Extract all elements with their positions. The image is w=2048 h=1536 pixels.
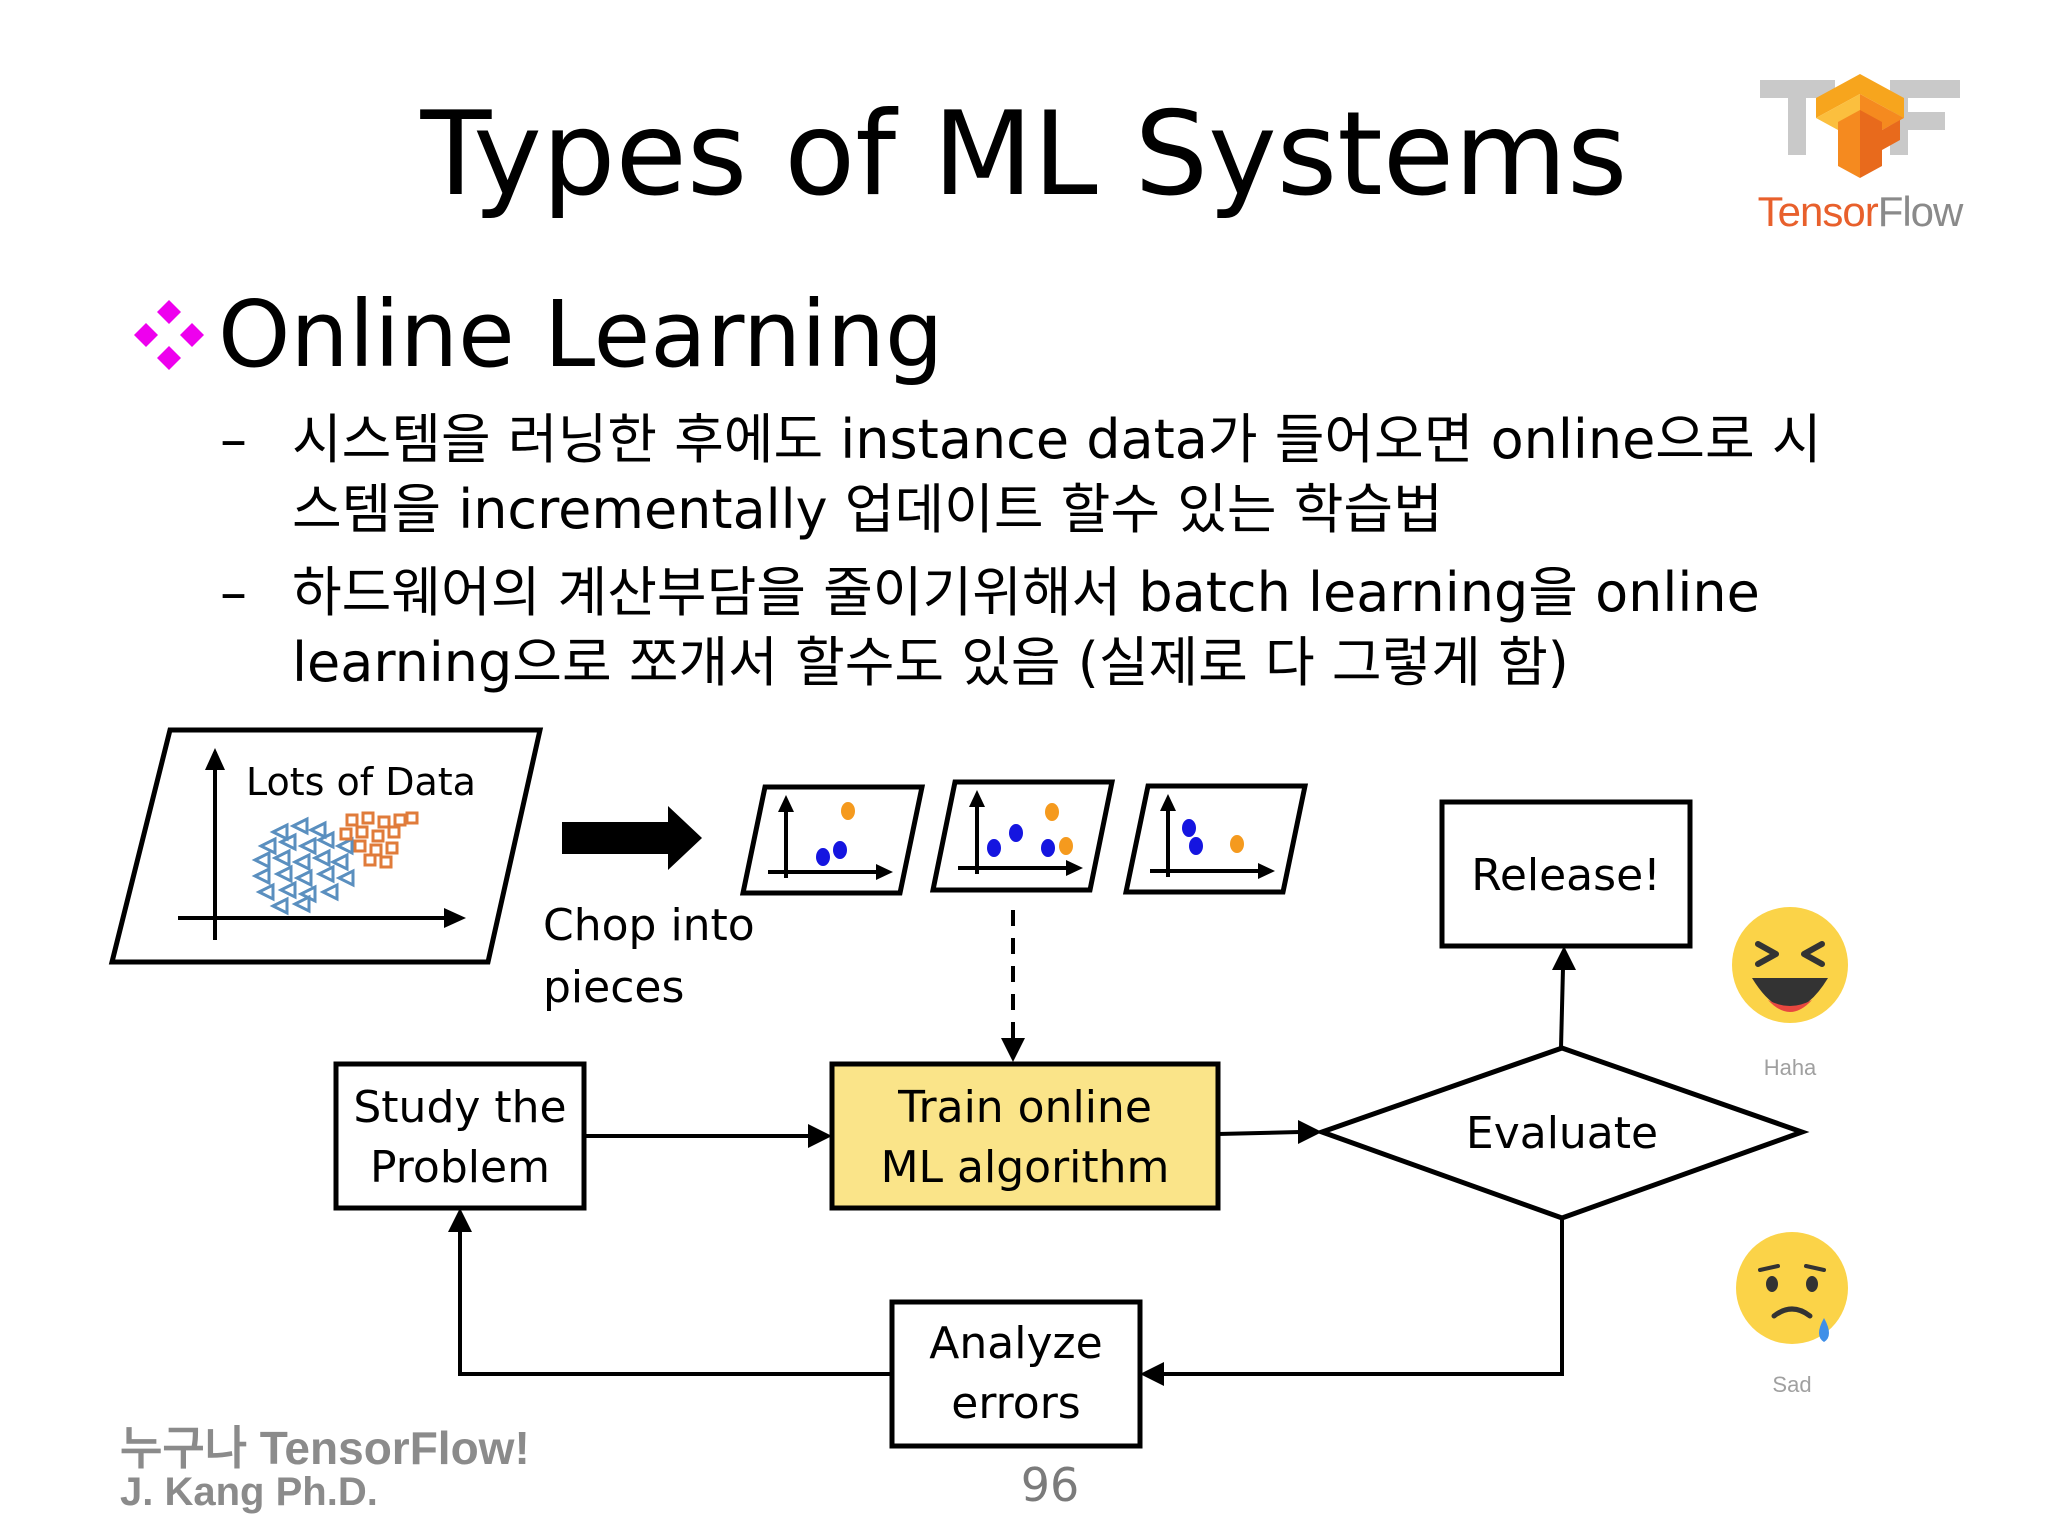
analyze-label-line1: Analyze (929, 1318, 1102, 1369)
data-point-orange (385, 841, 399, 855)
bullet-item-1: – 시스템을 러닝한 후에도 instance data가 들어오면 onlin… (220, 405, 1822, 555)
data-point-blue (335, 868, 355, 888)
data-point-orange (361, 811, 375, 825)
data-point-blue (293, 868, 313, 888)
data-point-blue (289, 816, 309, 836)
data-point-blue (291, 852, 311, 872)
data-point-blue (297, 836, 317, 856)
heading-text: Online Learning (218, 281, 944, 388)
data-point-blue (334, 836, 354, 856)
data-point-orange (339, 827, 353, 841)
data-point-orange (379, 855, 393, 869)
data-point-blue (315, 864, 335, 884)
release-box (1439, 799, 1693, 949)
lots-of-data-panel: Lots of Data (108, 727, 544, 965)
diamond-bullet-icon (134, 300, 204, 370)
evaluate-label: Evaluate (1466, 1108, 1658, 1159)
data-point-blue (311, 848, 331, 868)
train-label-line2: ML algorithm (881, 1142, 1170, 1193)
data-point-orange (387, 825, 401, 839)
data-point-blue (251, 866, 271, 886)
data-point-blue (269, 822, 289, 842)
bullet-dash: – (220, 561, 247, 624)
data-point-blue (315, 830, 335, 850)
bullet-dash: – (220, 408, 247, 471)
data-point-blue (271, 848, 291, 868)
slide-title: Types of ML Systems (420, 87, 1628, 222)
evaluate-diamond (1314, 1045, 1810, 1221)
sad-emoji-icon (1736, 1232, 1848, 1344)
train-online-box (829, 1061, 1221, 1211)
data-point-blue (319, 882, 339, 902)
lots-of-data-label: Lots of Data (246, 760, 476, 804)
footer-author: J. Kang Ph.D. (120, 1470, 378, 1514)
data-cluster-orange (339, 811, 419, 869)
tensorflow-logo-icon (1760, 74, 1960, 178)
data-point-orange (377, 815, 391, 829)
logo-text-tensor: Tensor (1757, 188, 1879, 235)
data-point-orange (393, 813, 407, 827)
chop-label-line2: pieces (543, 962, 684, 1013)
data-cluster-blue (251, 816, 355, 916)
data-piece-2 (929, 779, 1116, 893)
data-point-orange (345, 813, 359, 827)
data-point-orange (355, 825, 369, 839)
tensorflow-logo-text: TensorFlow (1740, 188, 1980, 236)
data-point-blue (291, 894, 311, 914)
data-piece-3 (1122, 783, 1309, 895)
release-label: Release! (1471, 850, 1661, 901)
data-point-blue (329, 852, 349, 872)
study-label-line1: Study the (353, 1082, 566, 1133)
data-point-blue (251, 850, 271, 870)
connector-arrows (448, 946, 1576, 1386)
data-point-blue (273, 864, 293, 884)
footer-course-title: 누구나 TensorFlow! (120, 1422, 530, 1474)
train-label-line1: Train online (897, 1082, 1152, 1133)
data-point-blue (277, 880, 297, 900)
data-point-blue (277, 832, 297, 852)
sad-label: Sad (1772, 1372, 1812, 1397)
section-heading: Online Learning (130, 280, 943, 390)
data-point-orange (353, 839, 367, 853)
chop-label-line1: Chop into (543, 900, 755, 951)
study-label-line2: Problem (370, 1142, 550, 1193)
data-point-blue (257, 836, 277, 856)
tensorflow-logo: TensorFlow (1740, 60, 1980, 250)
data-piece-1 (739, 784, 926, 896)
data-point-blue (269, 896, 289, 916)
data-point-orange (371, 829, 385, 843)
data-point-blue (255, 882, 275, 902)
laughing-emoji-icon (1732, 907, 1848, 1023)
data-point-orange (405, 811, 419, 825)
analyze-label-line2: errors (951, 1378, 1080, 1429)
bullet-text: 시스템을 러닝한 후에도 instance data가 들어오면 online으… (292, 408, 1822, 541)
bullet-item-2: – 하드웨어의 계산부담을 줄이기위해서 batch learning을 onl… (220, 558, 1820, 708)
haha-label: Haha (1763, 1055, 1817, 1080)
logo-text-flow: Flow (1877, 188, 1964, 235)
chop-arrow-icon (562, 806, 702, 870)
bullet-text: 하드웨어의 계산부담을 줄이기위해서 batch learning을 onlin… (292, 561, 1760, 694)
data-point-orange (363, 853, 377, 867)
page-number: 96 (1020, 1458, 1080, 1512)
data-point-blue (307, 820, 327, 840)
